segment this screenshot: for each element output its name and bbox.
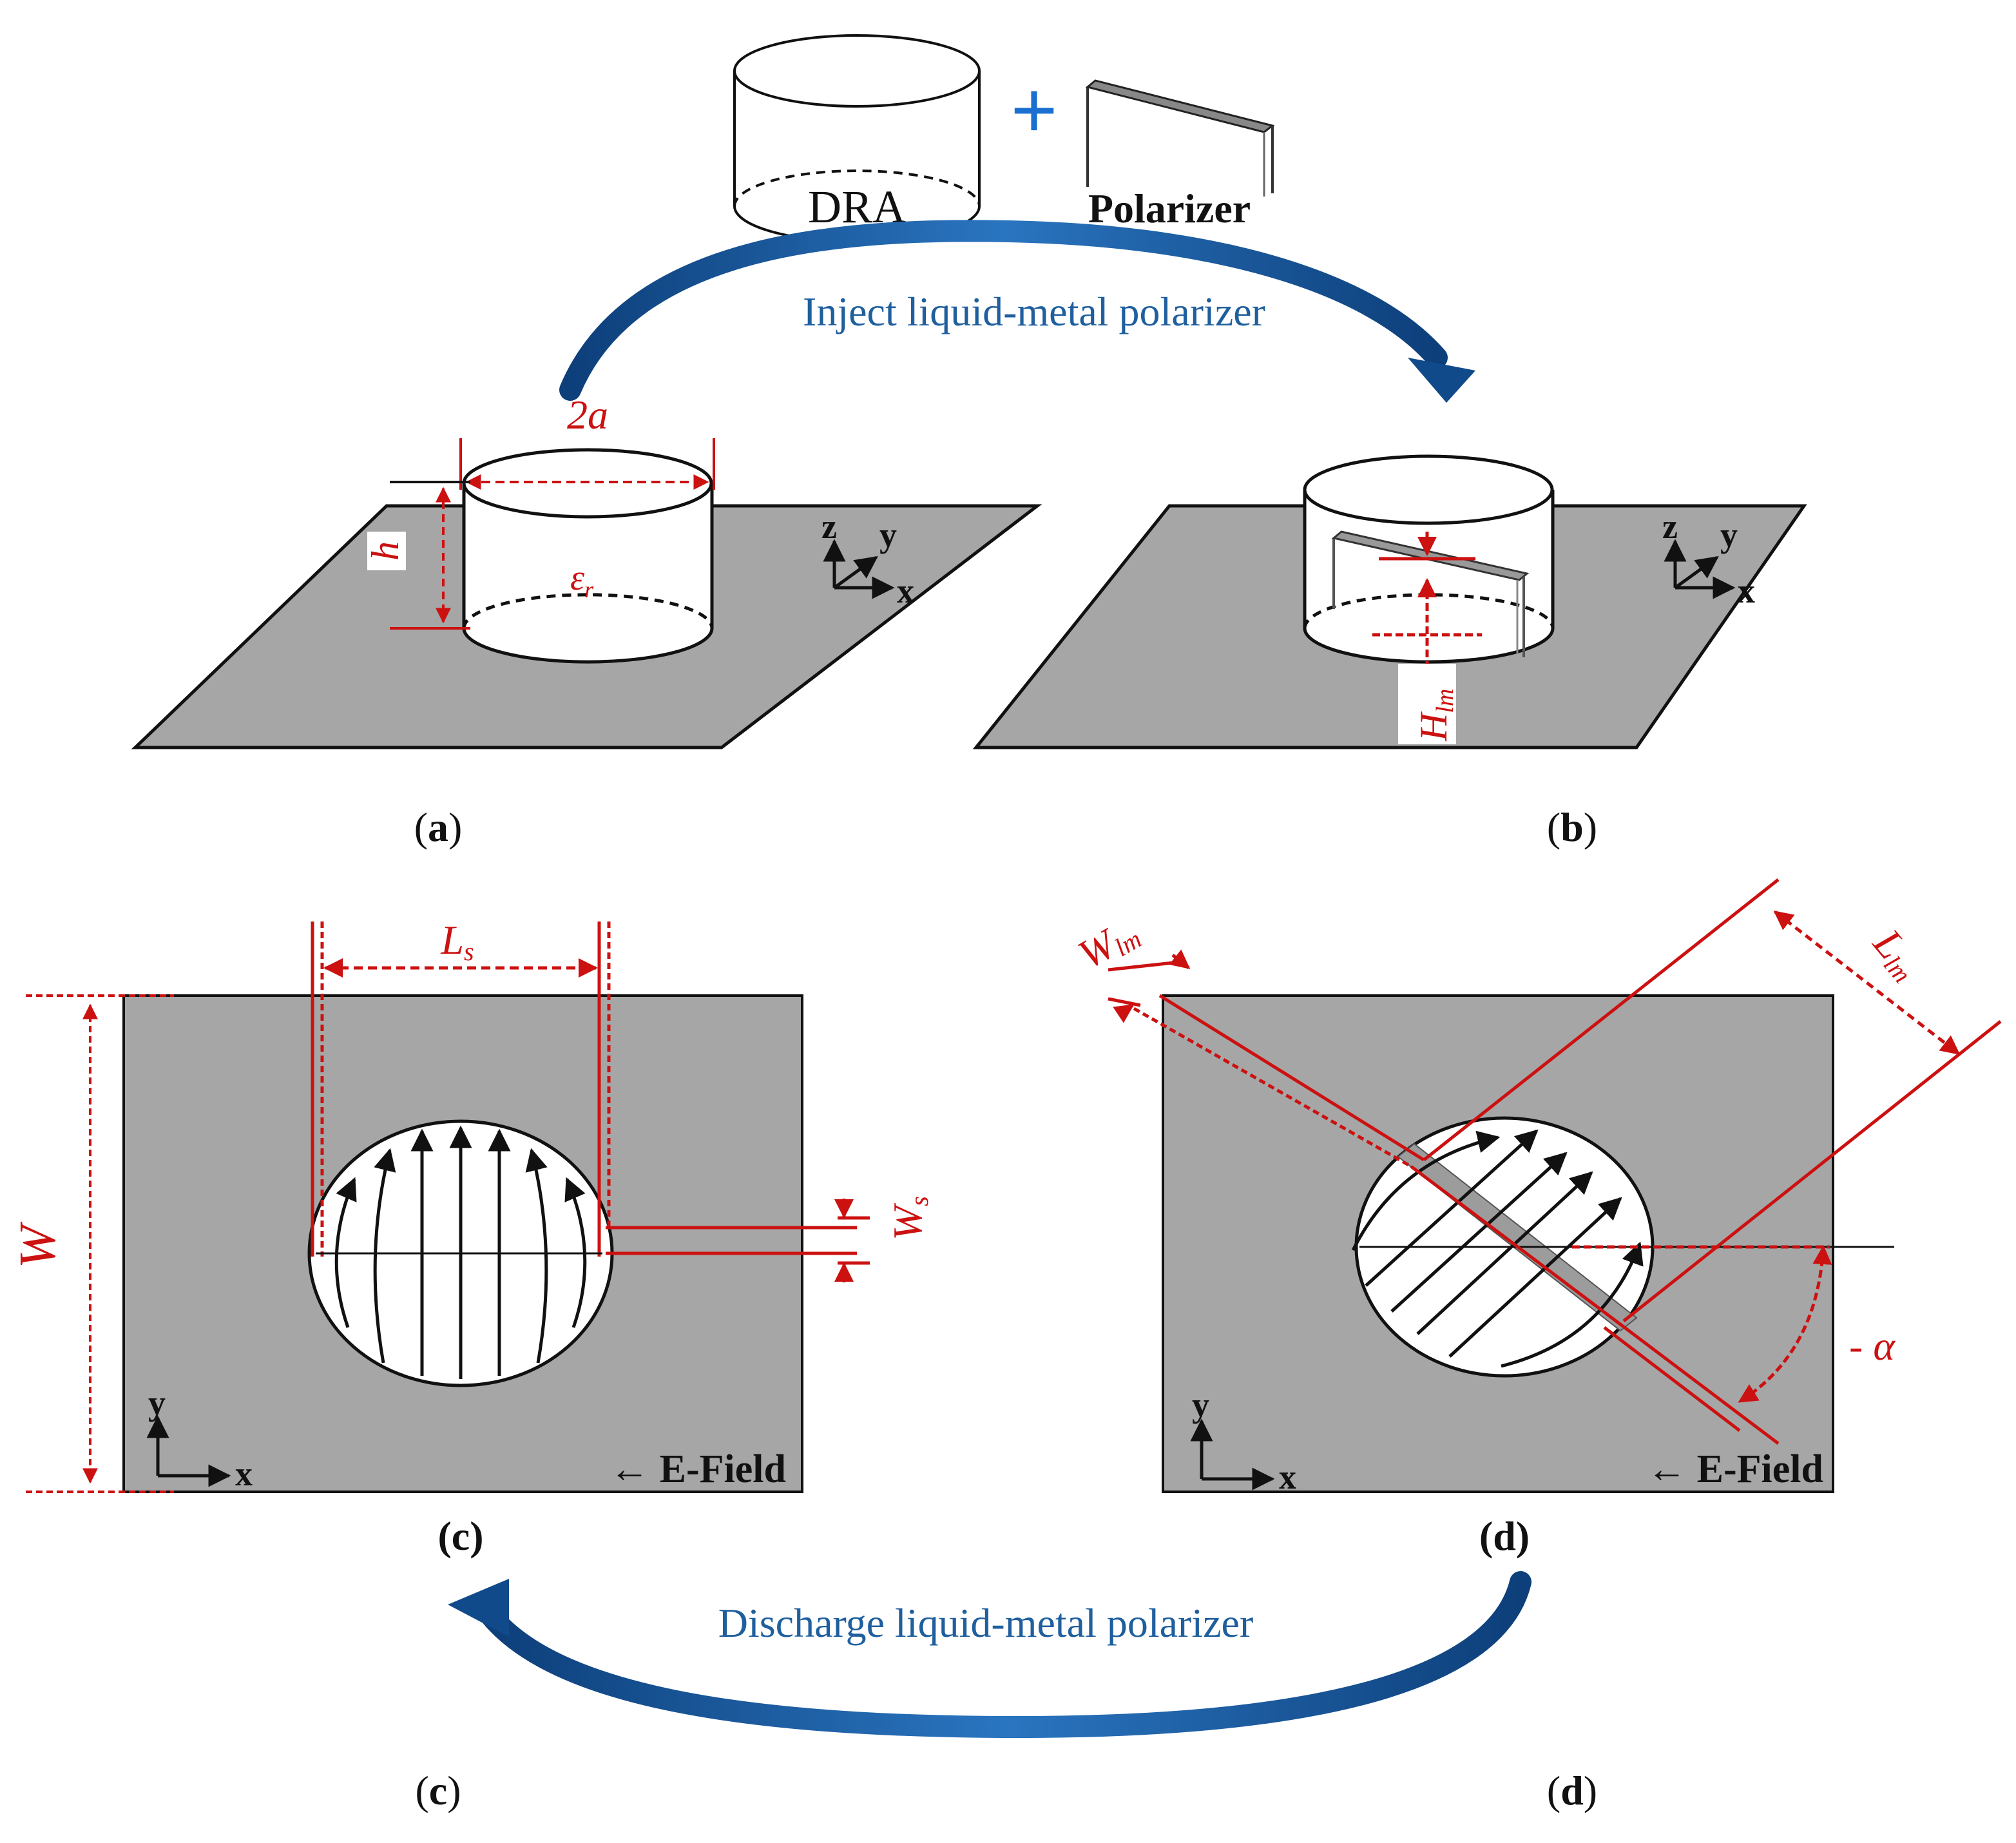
axis-x-c: x <box>235 1454 253 1493</box>
axis-z-b: z <box>1662 507 1678 546</box>
axis-x-d: x <box>1279 1458 1296 1496</box>
label-Hlm: Hlm <box>1412 689 1459 742</box>
panel-b: Hlm z y x <box>972 454 1807 749</box>
label-epsilon-r: εr <box>570 558 594 603</box>
dimension-h <box>390 481 470 630</box>
label-Hlm-box <box>1398 664 1456 744</box>
polarizer-strip-d <box>1397 1143 1638 1332</box>
plus-sign: + <box>1010 64 1058 157</box>
axes-icon-b <box>1664 539 1736 599</box>
caption-b: (b) <box>1547 804 1597 850</box>
discharge-caption: Discharge liquid-metal polarizer <box>718 1600 1254 1646</box>
polarizer-label: Polarizer <box>1088 186 1251 231</box>
polarizer-strip-icon <box>1085 79 1275 197</box>
axis-z-a: z <box>821 507 837 546</box>
inner-caption-c: (c) <box>437 1513 483 1559</box>
axes-icon-a <box>823 539 895 599</box>
inject-caption: Inject liquid-metal polarizer <box>803 289 1265 334</box>
discharge-arrow-icon <box>448 1571 1531 1739</box>
axis-x-a: x <box>897 572 914 610</box>
axis-y-c: y <box>148 1384 166 1422</box>
panel-a: 2a h εr z y x <box>131 392 1042 749</box>
dimension-W <box>26 994 174 1493</box>
axis-y-d: y <box>1192 1385 1209 1424</box>
label-Wlm: Wlm <box>1071 908 1147 979</box>
label-Llm: Llm <box>1863 920 1931 989</box>
efield-lines-d <box>1351 1129 1894 1368</box>
label-Ws: Ws <box>885 1196 934 1240</box>
inject-arrow-icon <box>559 220 1475 403</box>
label-2a: 2a <box>567 392 608 438</box>
axis-y-b: y <box>1720 516 1738 554</box>
axis-y-a: y <box>879 516 897 554</box>
efield-label-d: ← E-Field <box>1647 1447 1823 1491</box>
panel-c: W Ls Ws <box>10 917 934 1493</box>
efield-label-c: ← E-Field <box>610 1447 786 1491</box>
inner-caption-d: (d) <box>1479 1513 1530 1559</box>
label-W: W <box>10 1221 66 1268</box>
label-h: h <box>364 541 407 561</box>
dimension-lines-d <box>1108 878 2002 1445</box>
panel-d: Wlm Llm - α y x ← E-Field <box>1071 878 2002 1496</box>
axes-icon-d <box>1190 1418 1275 1491</box>
caption-d: (d) <box>1547 1768 1597 1813</box>
efield-lines-c <box>316 1125 602 1379</box>
label-Ls: Ls <box>440 917 474 966</box>
label-alpha: - α <box>1849 1323 1896 1369</box>
axes-icon-c <box>146 1415 231 1487</box>
axis-x-b: x <box>1738 572 1755 610</box>
caption-c: (c) <box>415 1768 461 1813</box>
dra-cylinder-b <box>1303 454 1555 664</box>
label-h-box <box>367 532 406 570</box>
slot-lines-c <box>311 922 870 1282</box>
caption-a: (a) <box>414 804 463 850</box>
